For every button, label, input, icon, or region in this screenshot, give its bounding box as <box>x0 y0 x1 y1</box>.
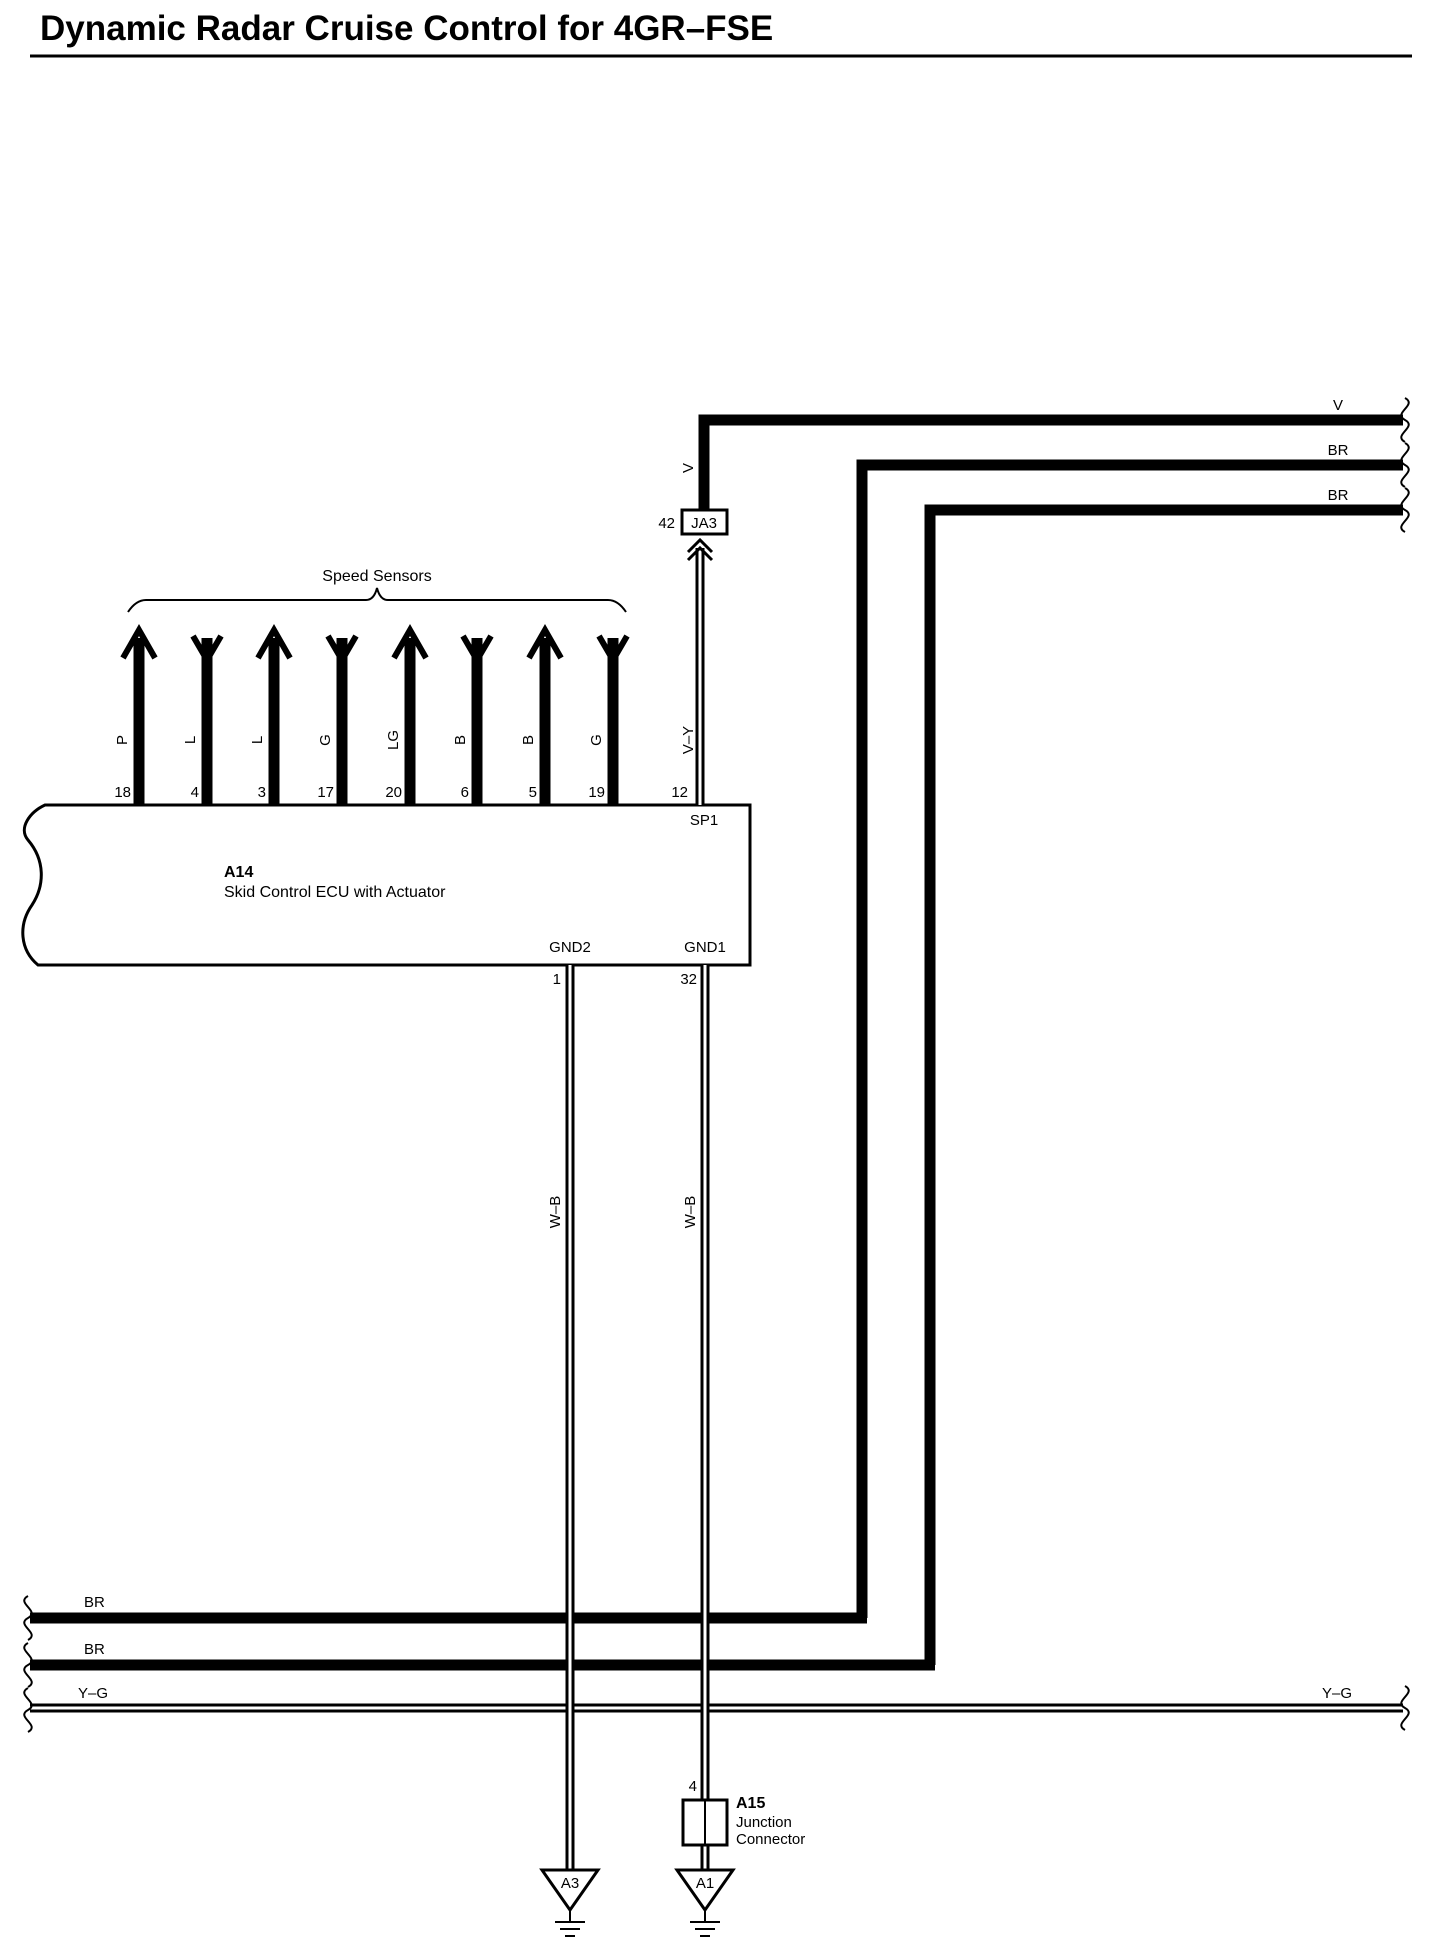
ground-a1-triangle <box>674 1868 736 1913</box>
wire-label-br-bottom-1: BR <box>84 1594 105 1611</box>
wire-color: B <box>452 735 469 745</box>
page-title: Dynamic Radar Cruise Control for 4GR–FSE <box>40 9 773 48</box>
wire-label-br-1: BR <box>1328 442 1349 459</box>
wire-color: G <box>317 734 334 746</box>
speed-sensor-wires: 18FL+P4FL–L3FR+L17FR–G20RL+LG6RL–B5RR+B1… <box>114 623 630 829</box>
wire-label-yg-left: Y–G <box>78 1685 108 1702</box>
wire-br-right-2 <box>924 504 1403 1665</box>
speed-sensor-arrow-4 <box>391 623 429 660</box>
pin-number: 3 <box>258 784 266 801</box>
speed-sensor-arrow-7 <box>596 634 630 666</box>
sp1-pin-number: 12 <box>671 784 688 801</box>
pin-number: 4 <box>191 784 199 801</box>
pin-number: 18 <box>114 784 131 801</box>
ground-a3-triangle <box>539 1868 601 1913</box>
pin-number: 20 <box>385 784 402 801</box>
wire-label-v: V <box>1333 397 1343 414</box>
speed-sensor-arrow-5 <box>460 634 494 666</box>
pin-number: 5 <box>529 784 537 801</box>
speed-sensor-arrow-2 <box>255 623 293 660</box>
break-mark-left-2 <box>23 1642 33 1688</box>
gnd2-pin-name: GND2 <box>549 939 591 956</box>
a15-pin-number: 4 <box>689 1778 697 1795</box>
gnd1-pin-number: 32 <box>680 971 697 988</box>
wire-color: B <box>520 735 537 745</box>
wire-label-br-2: BR <box>1328 487 1349 504</box>
wire-color: P <box>114 735 131 745</box>
ecu-name: Skid Control ECU with Actuator <box>224 884 446 901</box>
wire-label-br-bottom-2: BR <box>84 1641 105 1658</box>
pin-number: 6 <box>461 784 469 801</box>
pin-number: 19 <box>588 784 605 801</box>
sp1-arrow <box>686 537 714 562</box>
ja3-wire-color: V <box>680 463 697 473</box>
wire-color: L <box>182 736 199 744</box>
sp1-wire-color: V–Y <box>680 726 697 754</box>
gnd1-pin-name: GND1 <box>684 939 726 956</box>
gnd1-wire-color: W–B <box>682 1196 699 1229</box>
wire-label-yg-right: Y–G <box>1322 1685 1352 1702</box>
wire-br-right-1 <box>856 459 1403 1618</box>
wire-v-right <box>698 414 1403 510</box>
break-mark-left-1 <box>23 1595 33 1641</box>
sp1-pin-name: SP1 <box>690 812 718 829</box>
wire-color: L <box>249 736 266 744</box>
break-mark-right-2 <box>1400 442 1410 488</box>
ecu-box <box>21 803 752 967</box>
speed-sensor-arrow-0 <box>120 623 158 660</box>
wire-color: LG <box>385 730 402 750</box>
speed-sensor-arrow-1 <box>190 634 224 666</box>
wire-color: G <box>588 734 605 746</box>
ground-a3-label: A3 <box>561 1875 579 1892</box>
a15-line2: Connector <box>736 1831 805 1848</box>
speed-sensors-brace <box>127 587 627 613</box>
break-mark-left-3 <box>23 1687 33 1733</box>
ground-a1-label: A1 <box>696 1875 714 1892</box>
speed-sensor-arrow-6 <box>526 623 564 660</box>
speed-sensors-label: Speed Sensors <box>322 568 431 585</box>
a15-line1: Junction <box>736 1814 792 1831</box>
gnd2-wire-color: W–B <box>547 1196 564 1229</box>
pin-number: 17 <box>317 784 334 801</box>
break-mark-right-yg <box>1400 1685 1410 1731</box>
gnd2-pin-number: 1 <box>553 971 561 988</box>
break-mark-right-1 <box>1400 397 1410 443</box>
speed-sensor-arrow-3 <box>325 634 359 666</box>
ja3-pin-number: 42 <box>658 515 675 532</box>
ja3-code: JA3 <box>691 515 717 532</box>
break-mark-right-3 <box>1400 487 1410 533</box>
ecu-code: A14 <box>224 864 253 881</box>
a15-code: A15 <box>736 1795 765 1812</box>
